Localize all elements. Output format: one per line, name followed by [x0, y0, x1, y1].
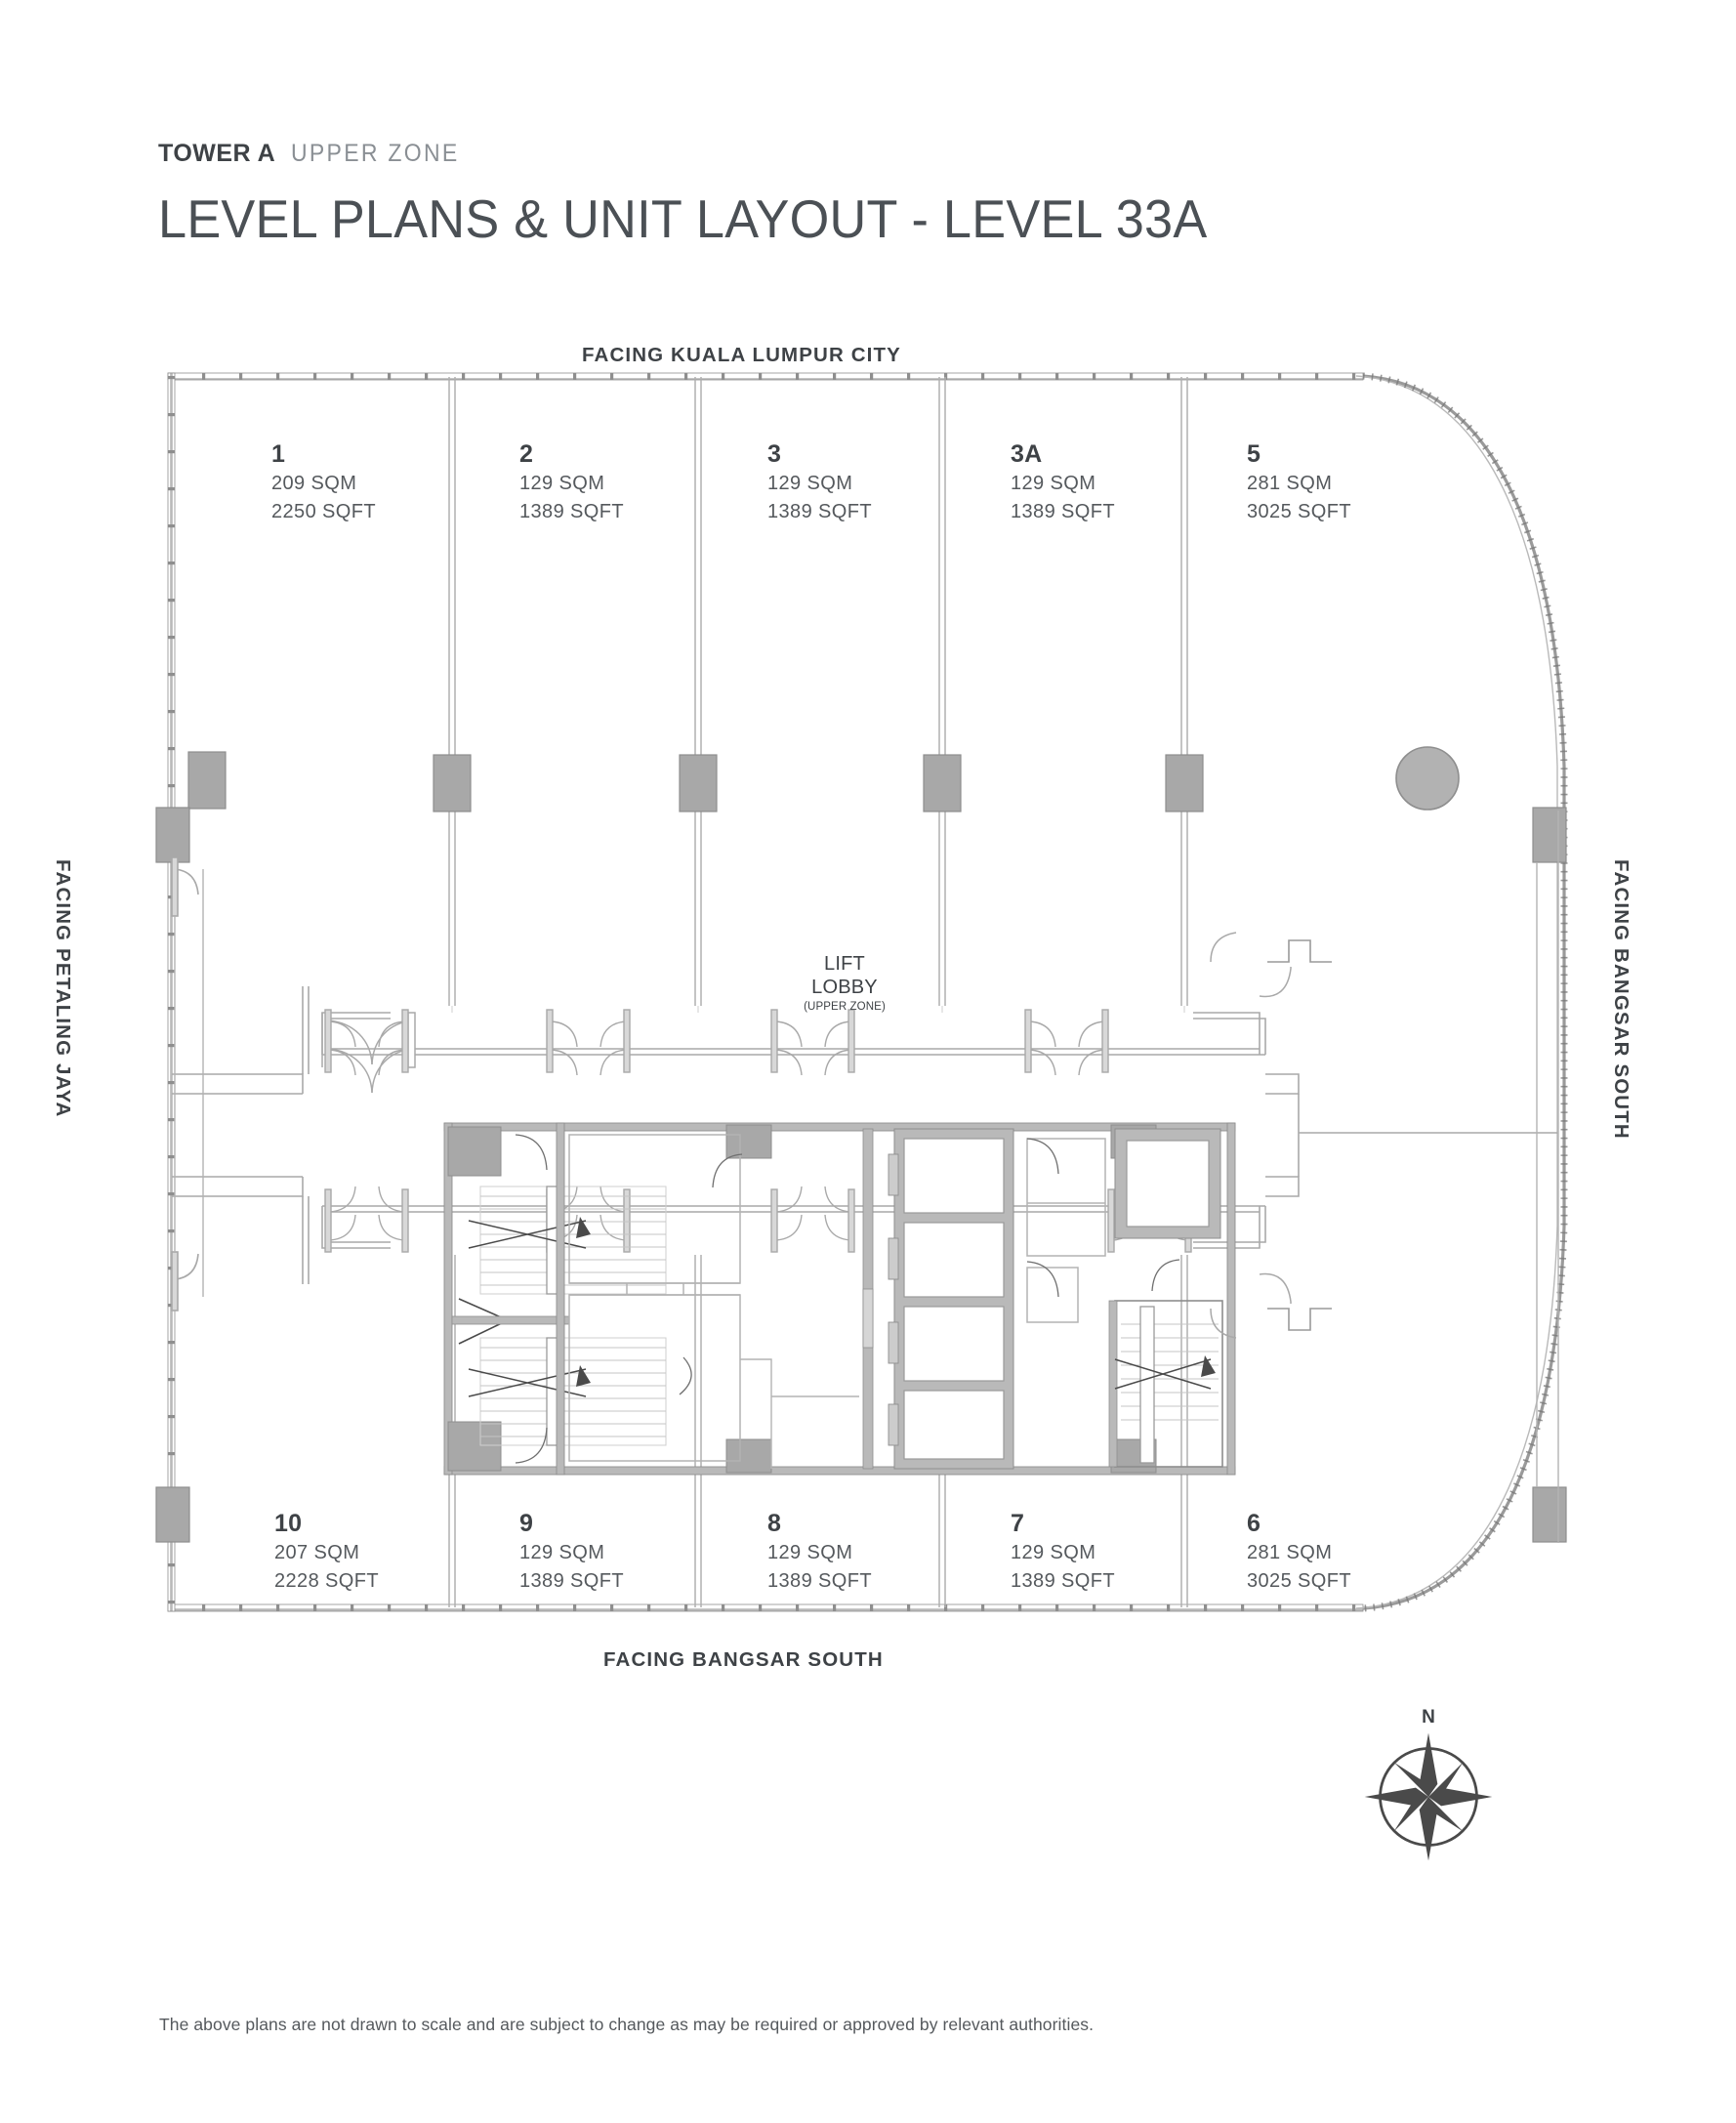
lift-shafts: [888, 1128, 1014, 1470]
facing-label-left: FACING PETALING JAYA: [52, 859, 74, 1118]
facing-label-top: FACING KUALA LUMPUR CITY: [582, 344, 901, 366]
zone-label: UPPER ZONE: [291, 140, 460, 167]
unit-area-sqft: 1389 SQFT: [519, 1570, 624, 1593]
page-header: TOWER A UPPER ZONE LEVEL PLANS & UNIT LA…: [158, 142, 1262, 250]
unit-label-5: 5 281 SQM 3025 SQFT: [1247, 439, 1351, 526]
unit-label-10: 10 207 SQM 2228 SQFT: [274, 1509, 379, 1596]
unit-area-sqft: 1389 SQFT: [767, 1570, 872, 1593]
compass-rose: N: [1360, 1707, 1497, 1861]
disclaimer-text: The above plans are not drawn to scale a…: [159, 2015, 1095, 2034]
facing-label-bottom: FACING BANGSAR SOUTH: [603, 1648, 884, 1671]
unit-label-7: 7 129 SQM 1389 SQFT: [1011, 1509, 1115, 1596]
unit-area-sqm: 129 SQM: [767, 1542, 853, 1564]
unit-area-sqm: 129 SQM: [767, 473, 853, 495]
floor-plan-drawing: [0, 322, 1736, 1709]
unit-area-sqft: 3025 SQFT: [1247, 501, 1351, 523]
unit-label-3: 3 129 SQM 1389 SQFT: [767, 439, 872, 526]
unit-number: 5: [1247, 440, 1261, 468]
tower-label: TOWER A: [158, 140, 276, 167]
column: [155, 751, 1567, 1543]
floor-plan-svg: [155, 372, 1568, 1612]
unit-area-sqft: 2250 SQFT: [271, 501, 376, 523]
unit-number: 1: [271, 440, 286, 468]
unit-number: 9: [519, 1510, 534, 1537]
unit-number: 3: [767, 440, 782, 468]
compass-icon: [1364, 1732, 1493, 1861]
stairwell-1: [468, 1186, 667, 1295]
unit-label-2: 2 129 SQM 1389 SQFT: [519, 439, 624, 526]
unit-number: 2: [519, 440, 534, 468]
round-column: [1395, 746, 1460, 811]
unit-label-6: 6 281 SQM 3025 SQFT: [1247, 1509, 1351, 1596]
unit-area-sqft: 1389 SQFT: [1011, 1570, 1115, 1593]
unit-area-sqft: 1389 SQFT: [1011, 501, 1115, 523]
unit-area-sqm: 209 SQM: [271, 473, 357, 495]
unit-label-8: 8 129 SQM 1389 SQFT: [767, 1509, 872, 1596]
unit-area-sqm: 129 SQM: [1011, 1542, 1096, 1564]
unit-number: 8: [767, 1510, 782, 1537]
unit-area-sqft: 1389 SQFT: [767, 501, 872, 523]
unit-label-1: 1 209 SQM 2250 SQFT: [271, 439, 376, 526]
header-eyebrow: TOWER A UPPER ZONE: [158, 142, 1262, 166]
unit-area-sqft: 2228 SQFT: [274, 1570, 379, 1593]
stairwell-3: [1108, 1300, 1223, 1468]
unit-number: 6: [1247, 1510, 1261, 1537]
double-door: [321, 1012, 416, 1094]
unit-number: 10: [274, 1510, 303, 1537]
unit-number: 3A: [1011, 440, 1043, 468]
unit-area-sqft: 1389 SQFT: [519, 501, 624, 523]
unit-area-sqm: 129 SQM: [519, 473, 605, 495]
facing-label-right: FACING BANGSAR SOUTH: [1610, 859, 1633, 1140]
lift-lobby-line1: LIFT: [824, 953, 865, 975]
core-outer-wall: [443, 1122, 1236, 1476]
unit-area-sqm: 281 SQM: [1247, 473, 1333, 495]
unit-label-3a: 3A 129 SQM 1389 SQFT: [1011, 439, 1115, 526]
unit-number: 7: [1011, 1510, 1025, 1537]
unit-label-9: 9 129 SQM 1389 SQFT: [519, 1509, 624, 1596]
unit-area-sqm: 129 SQM: [1011, 473, 1096, 495]
lift-lobby-line3: (UPPER ZONE): [804, 1000, 886, 1013]
unit-area-sqft: 3025 SQFT: [1247, 1570, 1351, 1593]
unit-area-sqm: 281 SQM: [1247, 1542, 1333, 1564]
page-title: LEVEL PLANS & UNIT LAYOUT - LEVEL 33A: [158, 188, 1208, 249]
unit-area-sqm: 207 SQM: [274, 1542, 360, 1564]
lift-lobby-line2: LOBBY: [811, 977, 878, 999]
lift-lobby-label: LIFT LOBBY (UPPER ZONE): [781, 952, 908, 1013]
compass-north-label: N: [1422, 1707, 1435, 1728]
unit-area-sqm: 129 SQM: [519, 1542, 605, 1564]
